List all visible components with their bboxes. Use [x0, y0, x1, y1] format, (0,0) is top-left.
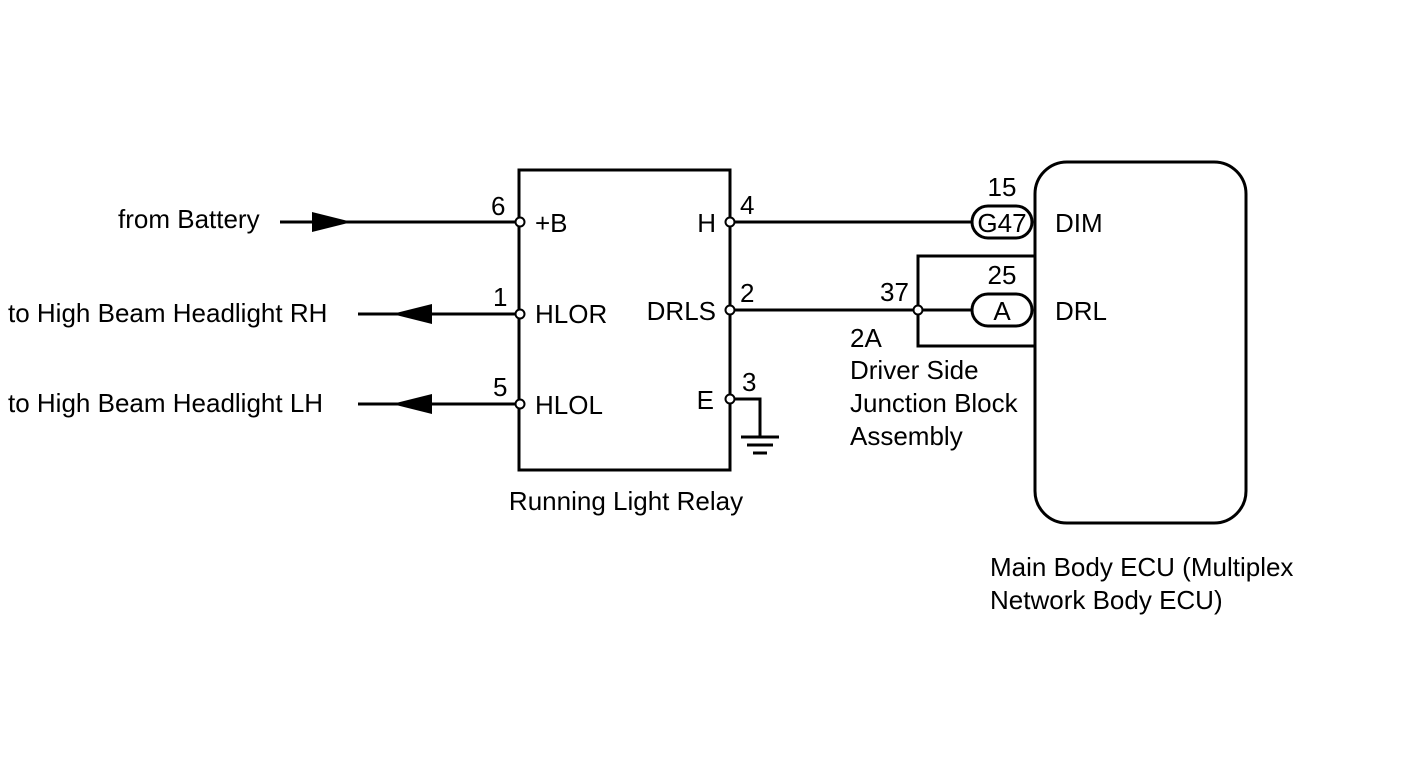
relay-pin-3-number: 3: [742, 367, 756, 397]
running-light-relay-box: [517, 168, 732, 472]
relay-pin-2-label: DRLS: [647, 296, 716, 326]
relay-pin-3: [724, 393, 736, 405]
relay-pin-5-label: HLOL: [535, 390, 603, 420]
connector-a: [970, 292, 1034, 328]
junction-pin-number: 37: [880, 277, 909, 307]
junction-bracket-top: [916, 254, 1036, 306]
junction-name-line-2: Junction Block: [850, 388, 1019, 418]
from-battery-label: from Battery: [118, 204, 260, 234]
relay-pin-1-number: 1: [493, 282, 507, 312]
to-high-beam-lh-label: to High Beam Headlight LH: [8, 388, 323, 418]
relay-pin-5-number: 5: [493, 372, 507, 402]
to-high-beam-rh-label: to High Beam Headlight RH: [8, 298, 327, 328]
battery-arrow-icon: [312, 212, 352, 232]
junction-name-line-1: Driver Side: [850, 355, 979, 385]
hb-rh-arrow-icon: [392, 304, 432, 324]
relay-pin-4-number: 4: [740, 190, 754, 220]
relay-pin-2-number: 2: [740, 278, 754, 308]
hb-lh-arrow-icon: [392, 394, 432, 414]
ecu-name-line-1: Main Body ECU (Multiplex: [990, 552, 1293, 582]
junction-pin-37: [912, 304, 924, 316]
relay-pin-4: [724, 216, 736, 228]
junction-bracket-bottom: [916, 314, 1036, 348]
main-body-ecu-box: [1033, 160, 1248, 525]
connector-g47: [970, 204, 1034, 240]
relay-pin-1: [514, 308, 526, 320]
ground-wire: [734, 397, 762, 437]
relay-pin-1-label: HLOR: [535, 299, 607, 329]
relay-pin-6: [514, 216, 526, 228]
connector-g47-pin: 15: [988, 172, 1017, 202]
relay-pin-6-number: 6: [491, 191, 505, 221]
relay-pin-6-label: +B: [535, 208, 568, 238]
relay-pin-2: [724, 304, 736, 316]
relay-pin-5: [514, 398, 526, 410]
relay-name: Running Light Relay: [509, 486, 743, 516]
connector-a-pin: 25: [988, 260, 1017, 290]
ecu-terminal-dim: DIM: [1055, 208, 1103, 238]
ecu-name-line-2: Network Body ECU): [990, 585, 1223, 615]
junction-code: 2A: [850, 323, 882, 353]
ecu-terminal-drl: DRL: [1055, 296, 1107, 326]
relay-pin-3-label: E: [697, 385, 714, 415]
relay-pin-4-label: H: [697, 208, 716, 238]
junction-name-line-3: Assembly: [850, 421, 963, 451]
connector-g47-code: G47: [977, 208, 1026, 238]
connector-a-code: A: [993, 296, 1011, 326]
